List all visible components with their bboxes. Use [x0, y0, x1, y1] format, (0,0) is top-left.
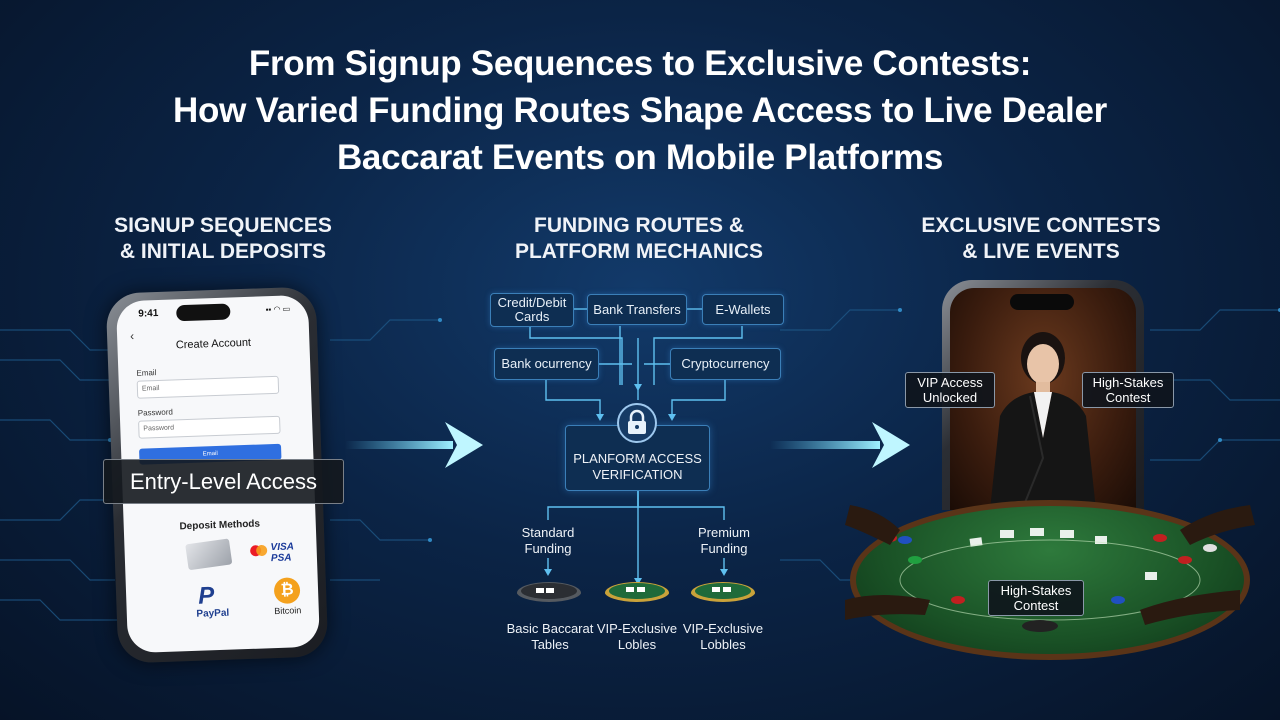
mastercard-icon[interactable]: [248, 544, 268, 557]
basic-line2: Tables: [531, 637, 569, 652]
standard-line1: Standard: [521, 525, 575, 540]
funding-bank-transfers: Bank Transfers: [587, 294, 687, 325]
credit-card-icon[interactable]: [185, 538, 233, 571]
signup-phone-screen: 9:41 ▪︎▪︎ ◠ ▭ ‹ Create Account Email Ema…: [115, 294, 321, 654]
entry-level-access-badge: Entry-Level Access: [103, 459, 344, 504]
hs-table-line1: High-Stakes: [1000, 583, 1072, 598]
section-heading-signup-line1: SIGNUP SEQUENCES: [114, 214, 332, 237]
visa-label[interactable]: VISA PSA: [270, 541, 294, 565]
bitcoin-label[interactable]: Bitcoin: [274, 605, 302, 617]
vip-b-line2: Lobbles: [700, 637, 746, 652]
deposit-methods-heading: Deposit Methods: [179, 518, 261, 533]
vip-b-line1: VIP-Exclusive: [682, 621, 764, 636]
section-heading-signup: SIGNUP SEQUENCES & INITIAL DEPOSITS: [98, 213, 348, 265]
funding-bank-currency: Bank ocurrency: [494, 348, 599, 380]
high-stakes-line1: High-Stakes: [1092, 375, 1164, 390]
vip-table-icon: [605, 582, 669, 602]
platform-access-verification-label: PLANFORM ACCESS VERIFICATION: [565, 451, 710, 483]
paypal-label[interactable]: PayPal: [196, 607, 230, 620]
vip-access-line1: VIP Access: [917, 375, 983, 390]
vip-a-line2: Lobles: [617, 637, 657, 652]
paypal-icon[interactable]: P: [197, 582, 215, 610]
funding-cryptocurrency: Cryptocurrency: [670, 348, 781, 380]
basic-line1: Basic Baccarat: [506, 621, 594, 636]
funding-e-wallets: E-Wallets: [702, 294, 784, 325]
section-heading-funding: FUNDING ROUTES & PLATFORM MECHANICS: [498, 213, 780, 265]
lock-icon: [617, 403, 657, 443]
password-label: Password: [137, 407, 174, 418]
email-label: Email: [136, 368, 157, 378]
section-heading-contests-line2: & LIVE EVENTS: [962, 240, 1120, 263]
section-heading-contests-line1: EXCLUSIVE CONTESTS: [921, 214, 1161, 237]
standard-line2: Funding: [524, 541, 572, 556]
verification-line1: PLANFORM ACCESS: [573, 451, 702, 466]
dealer-figure: [990, 332, 1096, 510]
create-account-title: Create Account: [175, 336, 252, 352]
vip-table-icon: [691, 582, 755, 602]
credit-debit-line2: Cards: [514, 309, 550, 324]
bitcoin-icon[interactable]: ₿: [273, 577, 301, 605]
vip-a-line1: VIP-Exclusive: [596, 621, 678, 636]
credit-debit-line1: Credit/Debit: [497, 295, 567, 310]
arrow-right-icon: [345, 422, 483, 468]
phone-notch: [176, 303, 231, 322]
section-heading-signup-line2: & INITIAL DEPOSITS: [119, 240, 327, 263]
premium-line2: Funding: [700, 541, 748, 556]
phone-notch: [1010, 294, 1074, 310]
title-line-2: How Varied Funding Routes Shape Access t…: [173, 91, 1107, 130]
title-line-3: Baccarat Events on Mobile Platforms: [336, 138, 944, 177]
section-heading-contests: EXCLUSIVE CONTESTS & LIVE EVENTS: [898, 213, 1184, 265]
hs-table-line2: Contest: [1013, 598, 1059, 613]
status-time: 9:41: [138, 307, 159, 320]
title-line-1: From Signup Sequences to Exclusive Conte…: [248, 44, 1032, 83]
signal-icon: ▪︎▪︎ ◠ ▭: [265, 304, 291, 315]
premium-line1: Premium: [697, 525, 750, 540]
signup-phone: 9:41 ▪︎▪︎ ◠ ▭ ‹ Create Account Email Ema…: [105, 286, 329, 664]
basic-table-icon: [517, 582, 581, 602]
high-stakes-line2: Contest: [1105, 390, 1151, 405]
vip-access-line2: Unlocked: [922, 390, 978, 405]
password-field[interactable]: Password: [138, 415, 281, 439]
verification-line2: VERIFICATION: [592, 467, 683, 482]
section-heading-funding-line2: PLATFORM MECHANICS: [514, 240, 764, 263]
email-field[interactable]: Email: [136, 375, 280, 399]
arrow-right-icon: [770, 422, 910, 468]
page-title: From Signup Sequences to Exclusive Conte…: [0, 40, 1280, 181]
section-heading-funding-line1: FUNDING ROUTES &: [534, 214, 744, 237]
